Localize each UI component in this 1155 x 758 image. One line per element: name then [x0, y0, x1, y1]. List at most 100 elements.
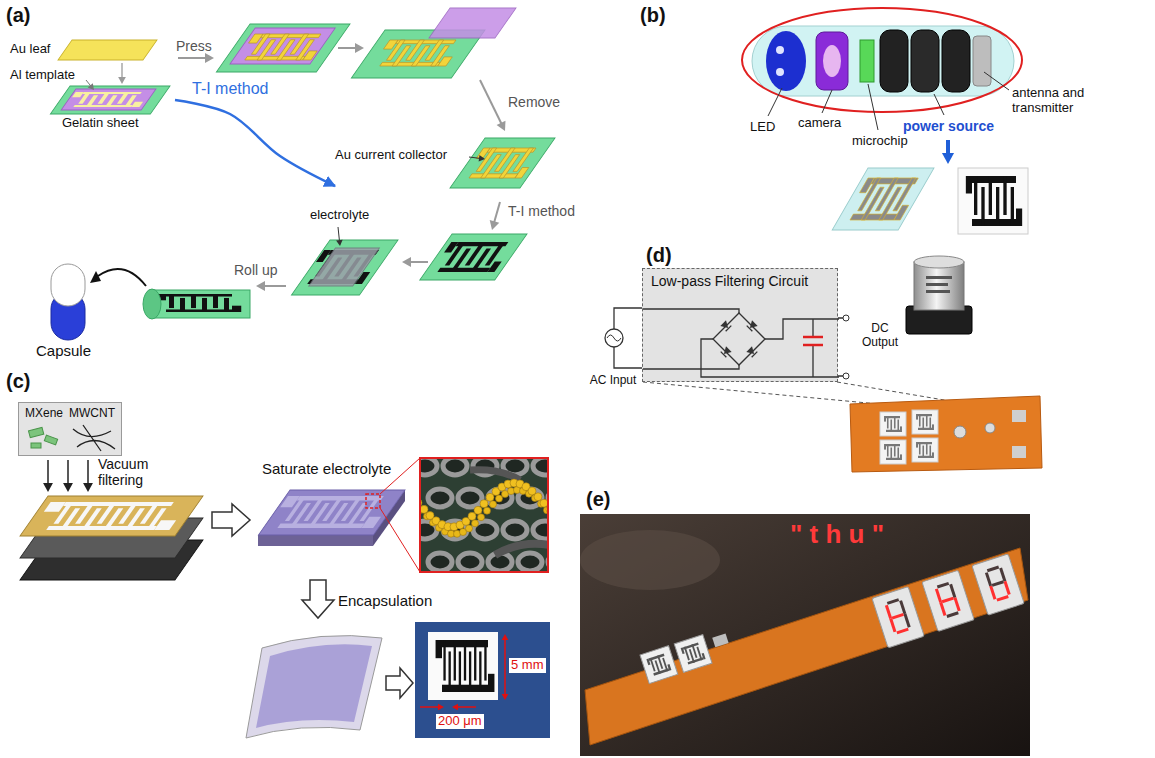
device-photo — [1003, 176, 1006, 215]
panel-label: (c) — [6, 370, 30, 393]
process-arrow — [175, 100, 335, 186]
fabrication-flow — [302, 580, 334, 618]
zoom-view — [420, 505, 428, 513]
process-stage-art — [82, 92, 141, 94]
device-photo — [436, 640, 442, 658]
template-stage — [438, 57, 452, 66]
device-photo — [436, 640, 495, 692]
electrolyte-device — [280, 496, 300, 507]
device-photo — [989, 176, 992, 215]
process-stage-art — [65, 92, 150, 107]
capsule-endoscope — [742, 8, 1028, 234]
filter-circuit-box-art — [747, 320, 758, 331]
mask-stack — [60, 508, 80, 530]
process-stage: Au leafAl templateGelatin sheet — [10, 36, 175, 140]
flexible-board — [919, 414, 921, 426]
display-photo — [696, 647, 702, 661]
zoom-view — [413, 457, 572, 572]
fabrication-flow — [20, 457, 572, 738]
process-stage: electrolyte — [288, 208, 398, 308]
capsule-endoscope — [742, 8, 1022, 112]
material-label: MWCNT — [69, 407, 115, 421]
filter-circuit-box-art — [720, 320, 731, 331]
flexible-board — [954, 426, 966, 438]
step-label: Roll up — [234, 262, 278, 278]
flexible-board — [985, 423, 995, 433]
zoom-view — [496, 495, 503, 502]
display-photo — [681, 647, 685, 654]
filter-arrow — [87, 460, 89, 485]
step-label: T-I method — [508, 203, 575, 219]
flexible-board — [1012, 446, 1026, 458]
filter-arrow — [43, 483, 53, 492]
template-stage — [230, 28, 335, 64]
step-label: Remove — [508, 94, 560, 110]
down-arrow — [946, 140, 950, 155]
process-stage-art — [479, 155, 485, 162]
display-photo — [640, 628, 733, 684]
process-stage: Au current collector — [335, 128, 560, 200]
display-text: " t h u " — [790, 520, 884, 550]
display-photo — [996, 595, 1008, 602]
electrode-stage — [444, 242, 458, 253]
circuit-figure — [614, 308, 643, 368]
material-box-art — [28, 427, 43, 437]
filter-circuit-box-art — [752, 352, 758, 358]
rolled-sheet — [143, 289, 250, 319]
template-stage — [237, 34, 329, 60]
flexible-board — [900, 454, 902, 460]
display-photo — [922, 570, 974, 631]
part-label: antenna and transmitter — [1012, 86, 1112, 116]
flexible-board — [884, 444, 902, 460]
device-photo — [502, 634, 509, 640]
process-stage-art — [118, 77, 126, 84]
step-arrow — [409, 261, 428, 263]
process-stage-art — [336, 240, 343, 246]
mask-stack — [154, 520, 176, 530]
display-photo — [889, 618, 896, 632]
step-arrow — [490, 202, 500, 230]
filter-circuit-box-art — [746, 346, 757, 357]
zoom-view — [474, 506, 482, 514]
flexible-board — [926, 414, 928, 426]
flexible-board — [880, 440, 906, 464]
electrolyte-device — [361, 517, 381, 528]
material-box-art — [44, 435, 57, 445]
electrolyte-device — [366, 494, 380, 508]
display-photo — [646, 653, 671, 676]
part-label: Au leaf — [10, 42, 50, 57]
electrode-stage — [437, 268, 490, 272]
device-photo — [479, 651, 481, 692]
leader-line — [984, 72, 1009, 90]
flexible-board — [850, 396, 1042, 472]
step-label: Encapsulation — [338, 592, 432, 609]
material-label: MXene — [25, 407, 63, 421]
rolled-sheet — [224, 298, 229, 312]
flexible-board — [1012, 410, 1026, 422]
part-label: electrolyte — [310, 208, 369, 223]
circuit-title: Low-pass Filtering Circuit — [651, 273, 808, 289]
step-arrow — [178, 57, 207, 59]
part-label: Au current collector — [335, 148, 447, 163]
capacitor-photo — [914, 256, 964, 268]
display-photo — [580, 530, 720, 590]
device-photo — [972, 219, 1016, 226]
capsule-endoscope — [816, 32, 848, 90]
step-arrow — [256, 281, 286, 291]
display-photo — [657, 655, 663, 669]
device-photo — [966, 176, 1022, 226]
device-photo — [415, 622, 550, 738]
capsule-endoscope — [776, 68, 784, 76]
template-stage — [351, 8, 516, 78]
electrode-stage — [420, 234, 527, 280]
dimension-label: 5 mm — [509, 658, 546, 673]
template-stage — [276, 40, 295, 60]
filter-circuit-box-art — [643, 309, 739, 369]
electrolyte-device — [258, 458, 420, 572]
step-arrow — [402, 257, 428, 267]
encapsulated-device — [246, 636, 382, 738]
flexible-board — [890, 448, 892, 460]
display-photo — [987, 566, 999, 573]
flexible-board — [890, 420, 892, 432]
process-stage-art — [105, 95, 118, 107]
